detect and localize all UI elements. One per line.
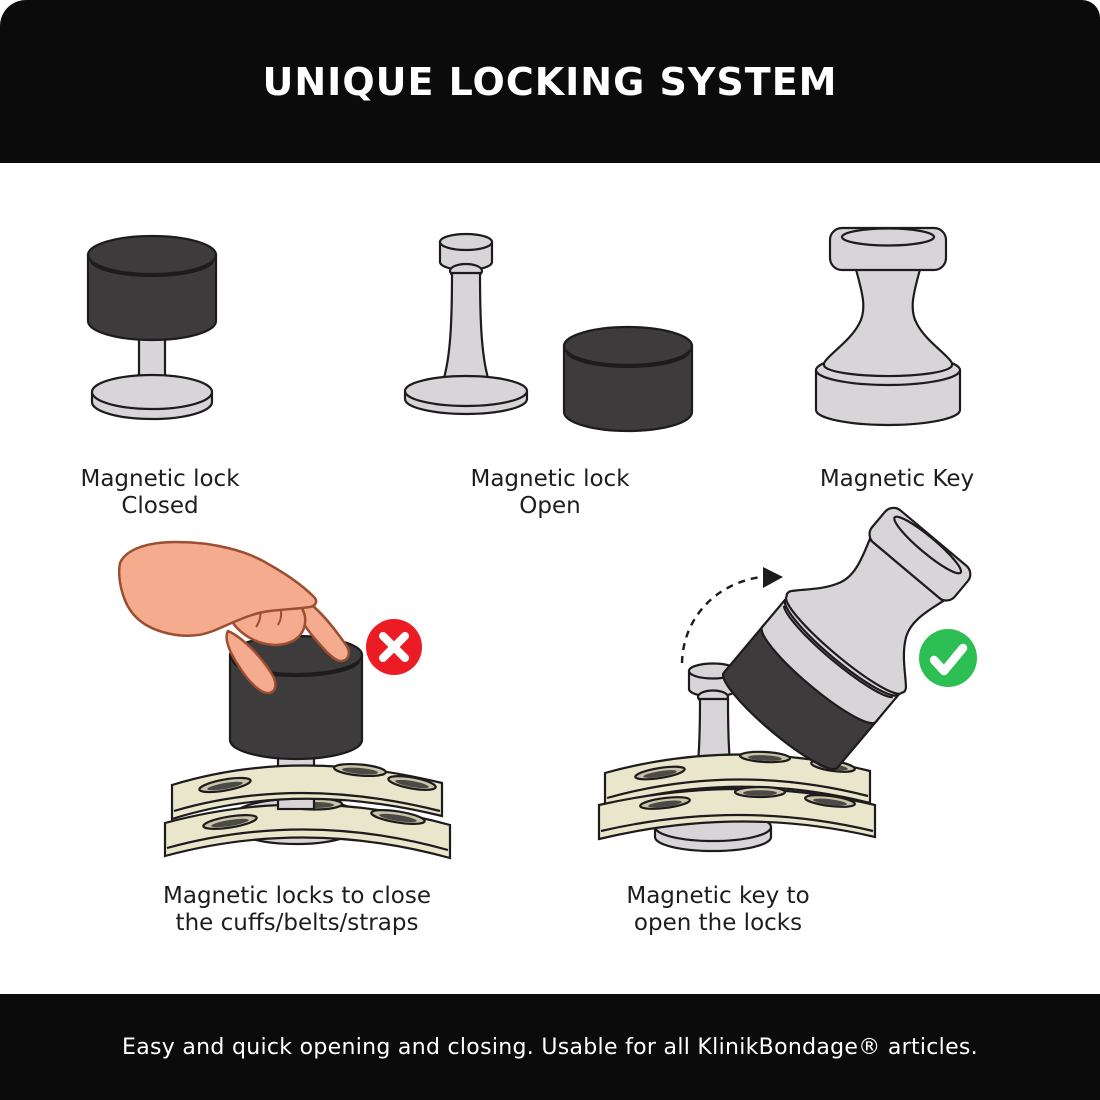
caption-line-2: Open [519, 493, 581, 519]
caption-lock-open: Magnetic lock Open [370, 466, 730, 520]
magnet-rim-line [566, 352, 690, 369]
figure-key-open-action [585, 505, 1005, 870]
strap-slots [198, 762, 437, 794]
hand [118, 540, 351, 695]
pin-stem [427, 271, 505, 394]
magnet-rim-line [90, 261, 214, 278]
magnet-top [86, 234, 218, 276]
figure-magnetic-lock-open [400, 226, 710, 441]
caption-line-1: Magnetic lock [470, 466, 630, 492]
caption-locks-close: Magnetic locks to close the cuffs/belts/… [117, 883, 477, 937]
key-base-rim-line [782, 605, 893, 699]
header-banner: UNIQUE LOCKING SYSTEM [0, 0, 1100, 163]
magnet-body [562, 344, 694, 433]
caption-line-1: Magnetic locks to close [163, 883, 431, 909]
caption-key-open: Magnetic key to open the locks [538, 883, 898, 937]
error-x-icon [366, 619, 422, 675]
key-cap-top [893, 515, 963, 575]
caption-lock-closed: Magnetic lock Closed [0, 466, 340, 520]
thumb [225, 629, 277, 695]
success-check-icon [919, 629, 977, 687]
key-waist [822, 264, 954, 378]
key-open-illustration [597, 506, 977, 853]
pin-cap-top [438, 232, 494, 252]
pin-base [403, 374, 529, 408]
key-cap-top [840, 227, 936, 247]
caption-line-2: open the locks [633, 910, 803, 936]
magnetic-lock-closed-illustration [86, 234, 218, 421]
caption-line-1: Magnetic Key [819, 466, 975, 492]
strap-upper [170, 762, 444, 821]
footer-text: Easy and quick opening and closing. Usab… [122, 1034, 978, 1060]
figure-locks-close-action [110, 535, 490, 880]
magnet-top [562, 325, 694, 367]
footer-banner: Easy and quick opening and closing. Usab… [0, 994, 1100, 1100]
palm [118, 540, 318, 637]
caption-line-1: Magnetic lock [80, 466, 240, 492]
locks-close-illustration [118, 540, 452, 860]
lock-base [90, 373, 214, 411]
caption-line-2: the cuffs/belts/straps [175, 910, 419, 936]
figure-magnetic-lock-closed [55, 226, 265, 441]
magnet-body [86, 253, 218, 342]
magnetic-lock-open-illustration [403, 232, 694, 433]
magnet-attached [721, 622, 880, 771]
key-base-wall [760, 598, 900, 725]
key-waist [785, 537, 946, 695]
strap-lower [597, 785, 877, 841]
magnetic-key-tilted [721, 506, 972, 771]
caption-line-2: Closed [121, 493, 199, 519]
figure-magnetic-key [800, 220, 1005, 442]
caption-line-1: Magnetic key to [626, 883, 810, 909]
motion-arrow-icon [680, 567, 783, 664]
magnetic-key-illustration [814, 226, 962, 427]
caption-magnetic-key: Magnetic Key [717, 466, 1077, 493]
page-title: UNIQUE LOCKING SYSTEM [262, 59, 838, 104]
